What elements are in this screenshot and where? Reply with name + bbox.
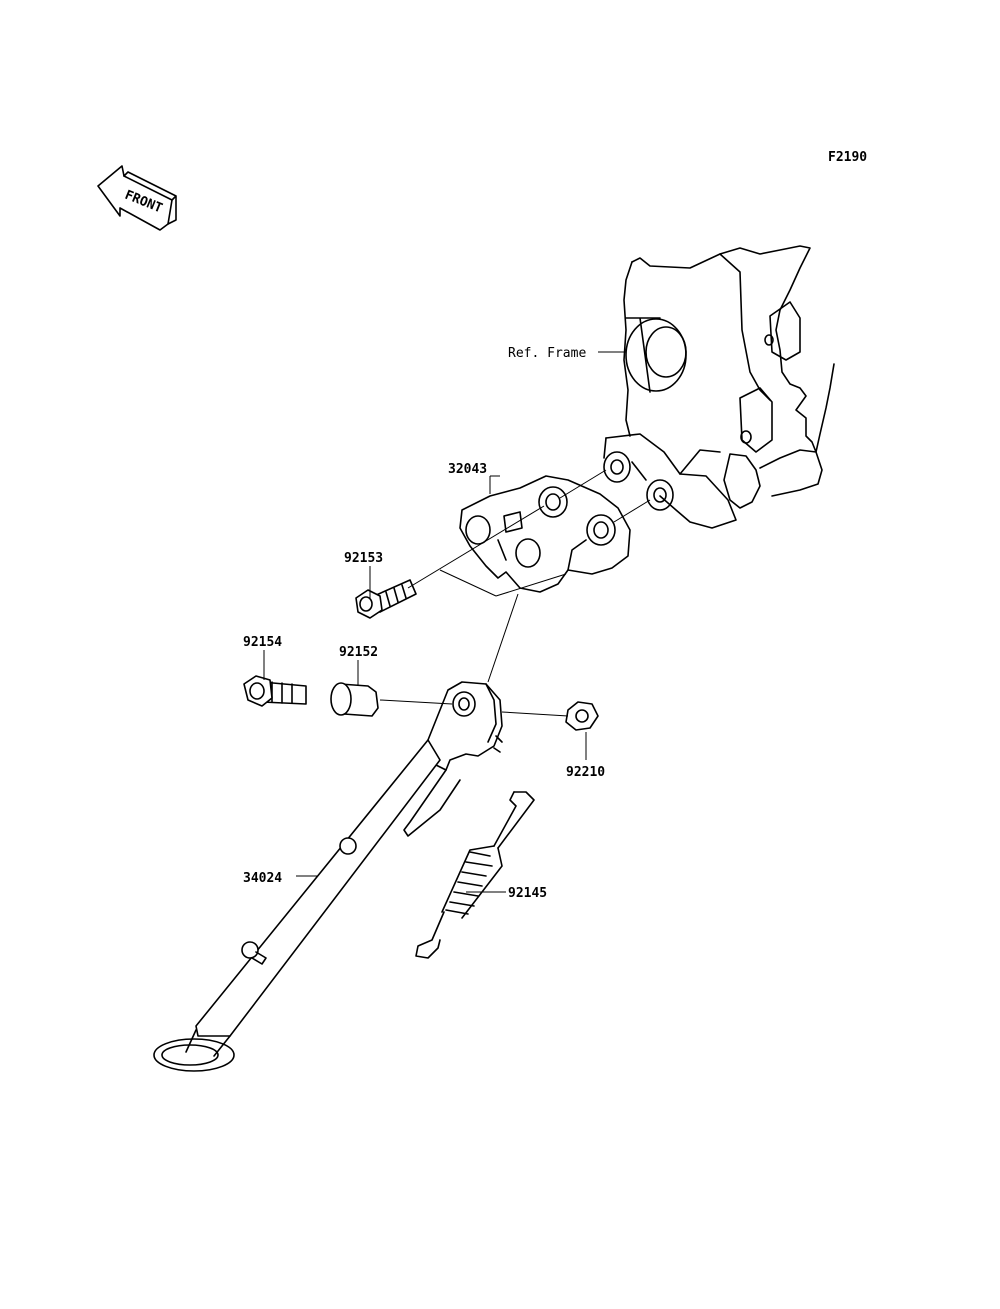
diagram-code: F2190 [828,150,867,165]
collar-92152 [330,682,379,717]
label-92145: 92145 [508,886,547,901]
label-34024: 34024 [243,871,282,886]
bolt-92154 [243,675,307,707]
label-92152: 92152 [339,645,378,660]
frame-outline [603,245,835,529]
label-92210: 92210 [566,765,605,780]
nut-92210 [565,701,599,731]
label-32043: 32043 [448,462,487,477]
label-ref-frame: Ref. Frame [508,346,586,361]
label-92154: 92154 [243,635,282,650]
label-92153: 92153 [344,551,383,566]
spring-92145 [415,791,535,959]
bracket-32043 [459,475,631,593]
connection-lines [263,351,651,893]
front-arrow-icon: FRONT [97,165,177,231]
bolt-92153 [355,579,417,619]
side-stand-34024 [153,681,503,1072]
